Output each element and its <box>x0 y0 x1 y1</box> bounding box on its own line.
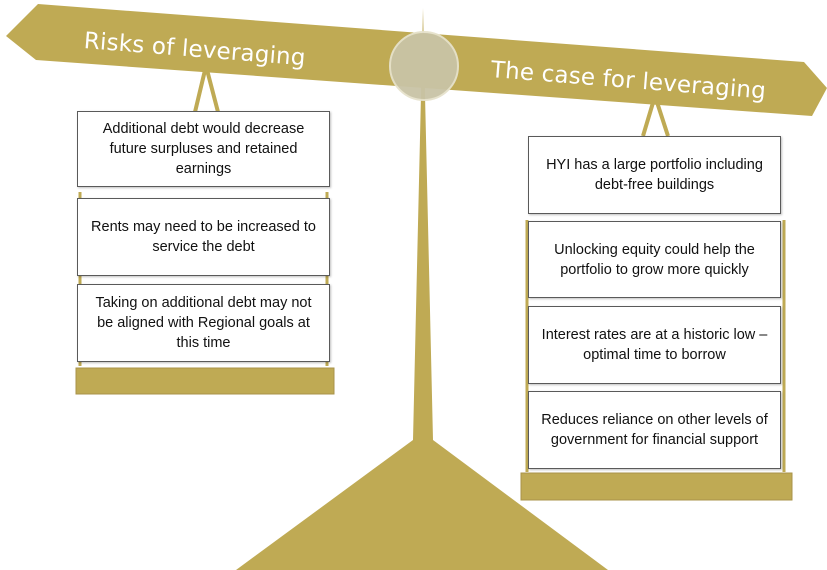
scale-stand <box>236 8 608 570</box>
right-card-4: Reduces reliance on other levels of gove… <box>528 391 781 469</box>
right-pan <box>520 472 793 501</box>
left-card-2: Rents may need to be increased to servic… <box>77 198 330 276</box>
left-card-1: Additional debt would decrease future su… <box>77 111 330 187</box>
right-card-2: Unlocking equity could help the portfoli… <box>528 221 781 298</box>
left-card-3: Taking on additional debt may not be ali… <box>77 284 330 362</box>
right-hanger <box>641 89 670 137</box>
fulcrum-circle <box>389 31 459 101</box>
left-hanger <box>193 65 220 113</box>
right-card-3: Interest rates are at a historic low – o… <box>528 306 781 384</box>
right-card-1: HYI has a large portfolio including debt… <box>528 136 781 214</box>
left-pan <box>75 367 335 395</box>
